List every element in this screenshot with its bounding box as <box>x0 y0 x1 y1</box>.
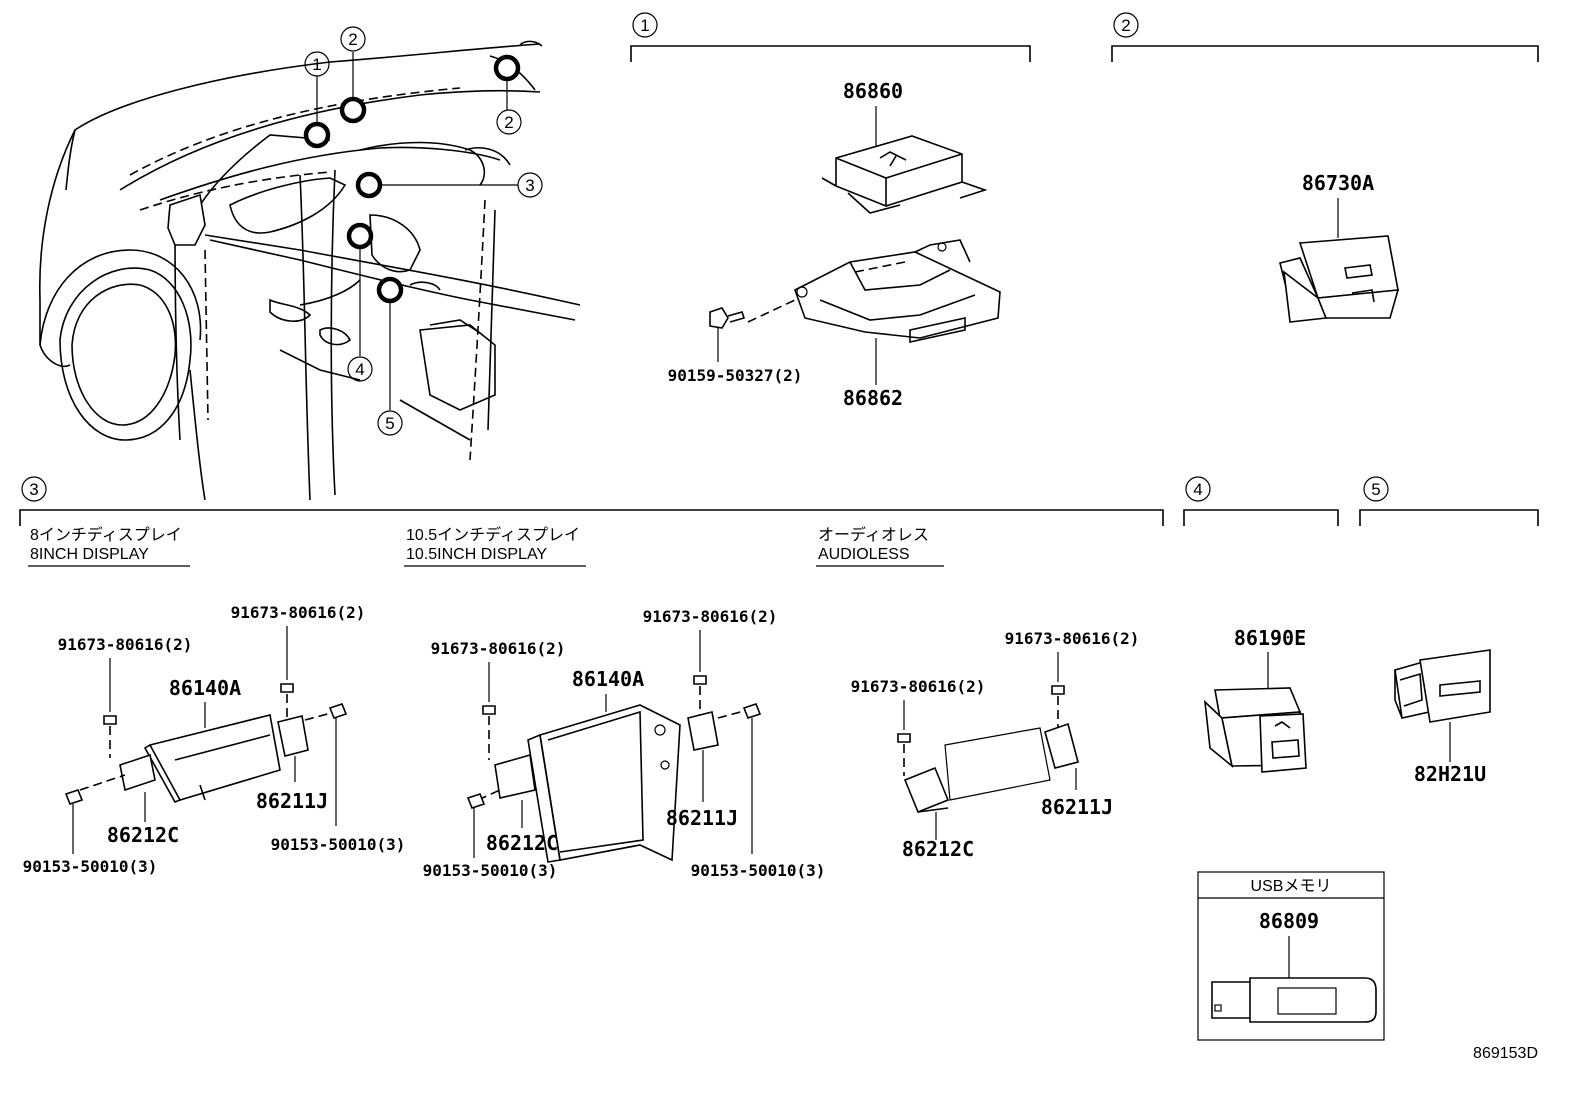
part-label-86809[interactable]: 86809 <box>1259 909 1319 933</box>
section-5: 5 82H21U <box>1359 476 1539 786</box>
svg-text:3: 3 <box>29 480 38 499</box>
variant-title-en: 10.5INCH DISPLAY <box>406 546 547 563</box>
usb-memory-stick-illustration <box>1211 977 1377 1023</box>
section-2-marker[interactable]: 2 <box>1113 12 1139 38</box>
section-4-bracket <box>1183 509 1339 526</box>
airbag-control-unit-illustration <box>821 135 988 214</box>
display-unit-10in-illustration <box>527 704 681 863</box>
section-2: 2 86730A <box>1111 12 1539 323</box>
module-86730A-illustration <box>1279 235 1400 323</box>
section-3: 3 8インチディスプレイ 8INCH DISPLAY 91673-80616(2… <box>19 476 1164 880</box>
part-label-unit[interactable]: 86140A <box>169 676 241 700</box>
part-label-screw-left[interactable]: 91673-80616(2) <box>851 677 986 696</box>
locator-callout-2[interactable]: 2 <box>340 26 366 52</box>
part-label-screw-right[interactable]: 91673-80616(2) <box>643 607 778 626</box>
section-4: 4 86190E USBメモリ 86809 <box>1183 476 1385 1041</box>
svg-text:3: 3 <box>525 176 534 195</box>
display-unit-8in-illustration <box>143 714 281 804</box>
part-label-bracket-right[interactable]: 86211J <box>1041 795 1113 819</box>
part-label-bolt-right[interactable]: 90153-50010(3) <box>271 835 406 854</box>
variant-title-en: AUDIOLESS <box>818 546 910 563</box>
hdmi-port-82H21U-illustration <box>1394 649 1491 723</box>
section-5-bracket <box>1359 509 1539 526</box>
part-label-bolt-left[interactable]: 90153-50010(3) <box>23 857 158 876</box>
usb-memory-box: USBメモリ 86809 <box>1197 871 1385 1041</box>
bracket-right-audioless-illustration <box>1044 722 1079 769</box>
section-3-bracket <box>19 509 1164 526</box>
bracket-left-audioless-illustration <box>903 766 950 814</box>
locator-callout-2b[interactable]: 2 <box>496 109 522 135</box>
usb-memory-title: USBメモリ <box>1251 878 1332 895</box>
part-label-bracket-left[interactable]: 86212C <box>902 837 974 861</box>
part-label-bracket-left[interactable]: 86212C <box>107 823 179 847</box>
svg-text:5: 5 <box>385 414 394 433</box>
locator-callout-4[interactable]: 4 <box>347 356 373 382</box>
part-label-screw-right[interactable]: 91673-80616(2) <box>1005 629 1140 648</box>
bracket-right-10in-illustration <box>687 709 749 751</box>
section-3-marker[interactable]: 3 <box>21 476 47 502</box>
svg-text:4: 4 <box>1193 480 1202 499</box>
part-label-unit[interactable]: 86140A <box>572 667 644 691</box>
locator-callout-1[interactable]: 1 <box>304 51 330 77</box>
section-1-bracket <box>630 45 1031 62</box>
variant-8inch-display: 8インチディスプレイ 8INCH DISPLAY 91673-80616(2) … <box>23 525 406 876</box>
part-label-screw-left[interactable]: 91673-80616(2) <box>431 639 566 658</box>
part-label-86730A[interactable]: 86730A <box>1302 171 1374 195</box>
part-label-90159-50327[interactable]: 90159-50327(2) <box>668 366 803 385</box>
svg-text:2: 2 <box>1121 16 1130 35</box>
part-label-bracket-right[interactable]: 86211J <box>666 806 738 830</box>
variant-title-jp: 10.5インチディスプレイ <box>406 525 580 544</box>
usb-port-86190E-illustration <box>1203 687 1307 773</box>
bracket-left-10in-illustration <box>477 753 536 801</box>
part-label-82H21U[interactable]: 82H21U <box>1414 762 1486 786</box>
svg-text:4: 4 <box>355 360 364 379</box>
part-label-screw-right[interactable]: 91673-80616(2) <box>231 603 366 622</box>
locator-callout-5[interactable]: 5 <box>377 410 403 436</box>
svg-text:2: 2 <box>348 30 357 49</box>
part-label-bolt-left[interactable]: 90153-50010(3) <box>423 861 558 880</box>
vehicle-locator-illustration: 1 2 2 3 4 5 <box>38 26 581 501</box>
part-label-bracket-left[interactable]: 86212C <box>486 831 558 855</box>
variant-title-jp: オーディオレス <box>818 525 929 544</box>
svg-text:2: 2 <box>504 113 513 132</box>
svg-text:1: 1 <box>312 55 321 74</box>
bracket-left-8in-illustration <box>79 753 156 792</box>
part-label-86860[interactable]: 86860 <box>843 79 903 103</box>
bracket-right-8in-illustration <box>277 711 336 757</box>
part-label-screw-left[interactable]: 91673-80616(2) <box>58 635 193 654</box>
section-1-marker[interactable]: 1 <box>632 12 658 38</box>
variant-10.5inch-display: 10.5インチディスプレイ 10.5INCH DISPLAY 91673-806… <box>404 525 825 880</box>
svg-text:1: 1 <box>640 16 649 35</box>
control-unit-bracket-illustration <box>747 239 1001 343</box>
variant-audioless: オーディオレス AUDIOLESS 91673-80616(2) 91673-8… <box>816 525 1139 861</box>
variant-title-jp: 8インチディスプレイ <box>30 525 182 544</box>
locator-callout-3[interactable]: 3 <box>517 172 543 198</box>
diagram-reference-code: 869153D <box>1473 1045 1538 1062</box>
part-label-86862[interactable]: 86862 <box>843 386 903 410</box>
section-2-bracket <box>1111 45 1539 62</box>
audioless-blank-outline <box>944 727 1051 801</box>
part-label-86190E[interactable]: 86190E <box>1234 626 1306 650</box>
section-1: 1 86860 86862 <box>630 12 1031 410</box>
variant-title-en: 8INCH DISPLAY <box>30 546 149 563</box>
section-4-marker[interactable]: 4 <box>1185 476 1211 502</box>
bolt-90159-illustration <box>709 307 746 329</box>
part-label-bolt-right[interactable]: 90153-50010(3) <box>691 861 826 880</box>
svg-text:5: 5 <box>1371 480 1380 499</box>
part-label-bracket-right[interactable]: 86211J <box>256 789 328 813</box>
section-5-marker[interactable]: 5 <box>1363 476 1389 502</box>
